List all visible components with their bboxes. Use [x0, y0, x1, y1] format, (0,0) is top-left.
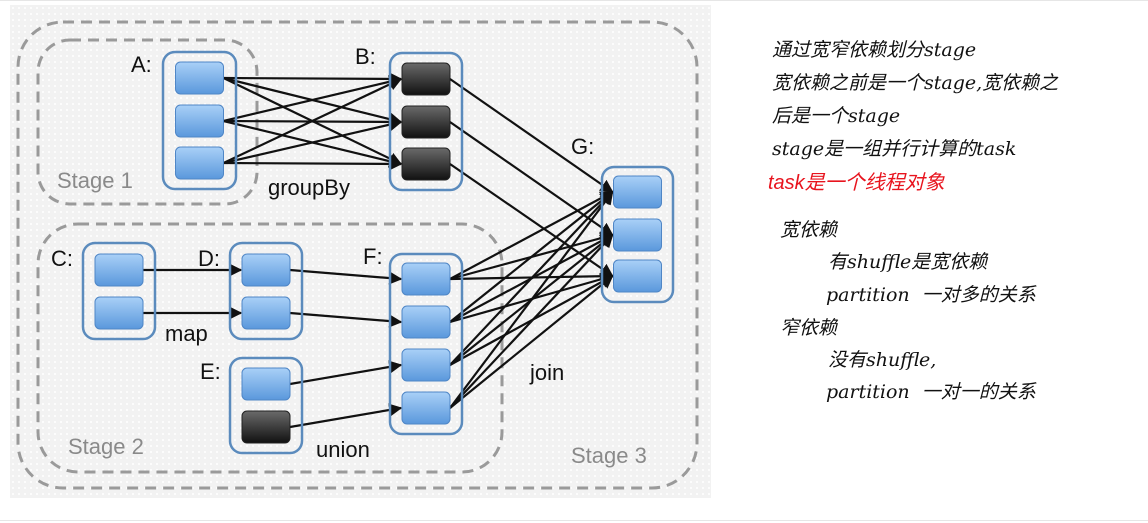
op-label-map: map [165, 321, 208, 346]
note-line: stage是一组并行计算的task [772, 138, 1017, 160]
wide-dependency-title: 宽依赖 [780, 219, 838, 241]
edge-join [449, 163, 614, 277]
op-label-groupby: groupBy [268, 175, 350, 200]
partition-D-2 [241, 296, 291, 330]
edge-union [289, 403, 403, 429]
edge-join [449, 191, 614, 323]
partition-A-1 [175, 61, 224, 95]
rdd-E [228, 356, 304, 455]
rdd-C [81, 241, 157, 341]
partition-C-1 [94, 253, 144, 287]
edge-union [289, 360, 403, 386]
edge-union [289, 268, 403, 285]
edge-join [449, 275, 614, 409]
rdd-B [388, 51, 464, 192]
edge-union [289, 311, 403, 328]
top-divider [0, 0, 1148, 1]
edge-join [449, 190, 614, 409]
edge-groupby [223, 78, 403, 164]
edge-groupby [223, 118, 403, 165]
stage-3-region [16, 20, 699, 490]
bottom-divider [0, 520, 1148, 521]
partition-F-4 [401, 391, 451, 425]
edge-join [449, 191, 614, 280]
wide-dependency-item: partition 一对多的关系 [826, 284, 1036, 306]
stage-2-region [36, 222, 504, 474]
rdd-label-F: F: [363, 244, 383, 269]
partition-C-2 [94, 296, 144, 330]
note-line: 宽依赖之前是一个stage,宽依赖之 [772, 72, 1059, 94]
edge-join [449, 191, 614, 366]
rdd-F [388, 252, 464, 436]
narrow-dependency-item: partition 一对一的关系 [826, 381, 1036, 403]
edge-groupby [223, 157, 403, 171]
note-line: 后是一个stage [772, 105, 901, 127]
rdd-G [600, 165, 675, 304]
partition-A-2 [175, 104, 224, 138]
partition-B-2 [401, 105, 451, 139]
edge-join [449, 78, 614, 193]
partition-F-1 [401, 262, 451, 296]
stage-1-label: Stage 1 [57, 168, 133, 193]
rdd-label-C: C: [51, 246, 73, 271]
rdd-label-A: A: [131, 52, 152, 77]
op-label-union: union [316, 437, 370, 462]
partition-A-3 [175, 146, 224, 180]
partition-D-1 [241, 253, 291, 287]
partition-E-2 [241, 410, 291, 444]
partition-G-1 [613, 175, 662, 209]
stage-2-label: Stage 2 [68, 434, 144, 459]
stage-3-label: Stage 3 [571, 443, 647, 468]
partition-G-3 [613, 259, 662, 293]
rdd-label-D: D: [198, 246, 220, 271]
edge-join [449, 234, 614, 409]
partition-B-1 [401, 62, 451, 96]
rdd-label-B: B: [355, 44, 376, 69]
rdd-stage-diagram: Stage 1 Stage 2 Stage 3 A: B: C: D: E: F… [16, 20, 699, 490]
partition-G-2 [613, 218, 662, 252]
edge-groupby [223, 75, 403, 123]
op-label-join: join [529, 360, 564, 385]
partition-F-3 [401, 348, 451, 382]
partition-B-3 [401, 147, 451, 181]
note-highlight: task是一个线程对象 [768, 172, 945, 194]
partition-F-2 [401, 305, 451, 339]
wide-dependency-item: 有shuffle是宽依赖 [828, 251, 988, 273]
narrow-dependency-item: 没有shuffle, [828, 349, 937, 371]
rdd-label-E: E: [200, 359, 221, 384]
narrow-dependency-title: 窄依赖 [780, 317, 838, 339]
rdd-D [228, 241, 304, 341]
rdd-label-G: G: [571, 134, 594, 159]
note-line: 通过宽窄依赖划分stage [772, 39, 977, 61]
edge-groupby [223, 72, 403, 86]
rdd-A [161, 50, 238, 191]
edge-join [449, 121, 614, 236]
partition-E-1 [241, 367, 291, 401]
